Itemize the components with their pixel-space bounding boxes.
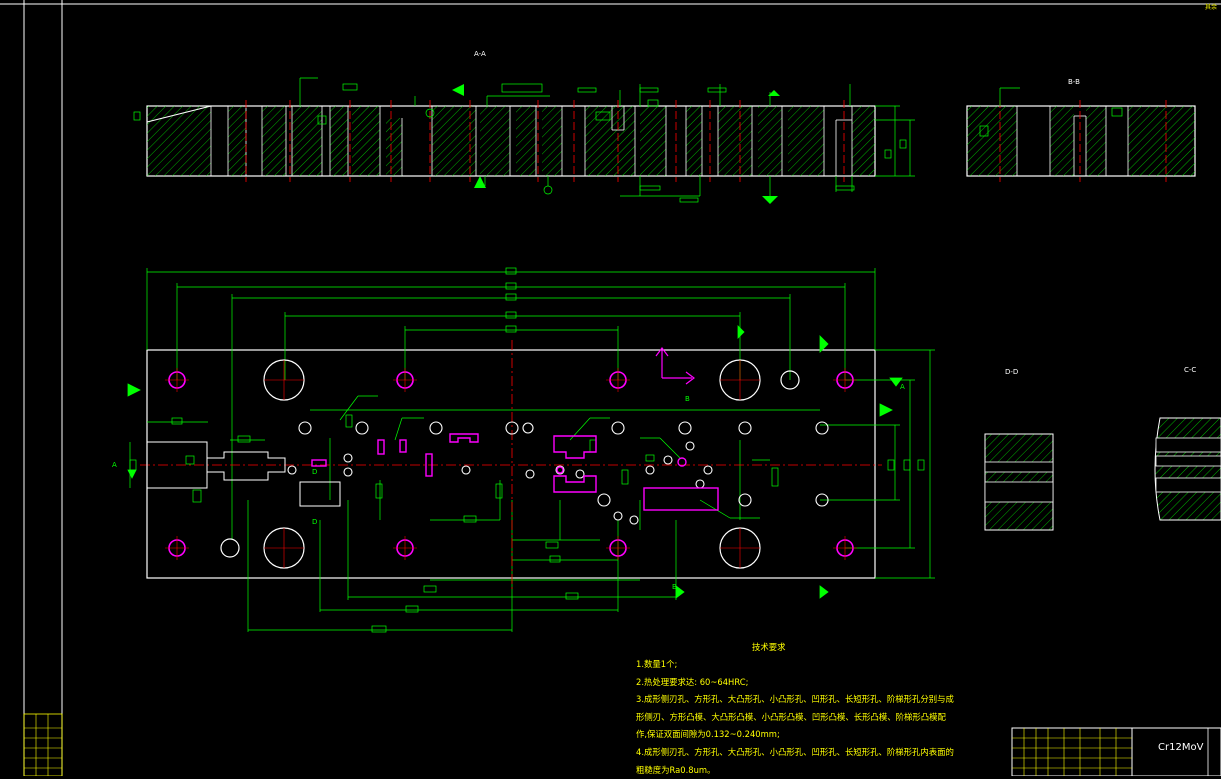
technical-requirements: 1.数量1个; 2.热处理要求达: 60~64HRC; 3.成形侧刃孔、方形孔、… [636, 656, 954, 779]
requirement-line: 2.热处理要求达: 60~64HRC; [636, 676, 749, 687]
cut-mark-b-top: B [685, 395, 690, 403]
technical-requirements-title: 技术要求 [752, 642, 786, 652]
material-label: Cr12MoV [1158, 742, 1204, 753]
section-label-dd: D-D [1005, 368, 1019, 376]
requirement-line: 粗糙度为Ra0.8um。 [636, 764, 716, 775]
requirement-line: 形侧刃、方形凸模、大凸形凸模、小凸形凸模、凹形凸模、长形凸模、阶梯形凸模配 [636, 711, 946, 722]
title-block[interactable] [1011, 727, 1221, 776]
cut-mark-d-mid: D [312, 468, 318, 476]
requirement-line: 4.成形侧刃孔、方形孔、大凸形孔、小凸形孔、凹形孔、长短形孔、阶梯形孔内表面的 [636, 746, 954, 757]
requirement-line: 3.成形侧刃孔、方形孔、大凸形孔、小凸形孔、凹形孔、长短形孔、阶梯形孔分别与成 [636, 694, 954, 705]
section-view-cc[interactable] [1154, 417, 1221, 521]
section-label-aa: A-A [474, 50, 486, 58]
plan-view[interactable] [127, 267, 935, 633]
cut-mark-a-left: A [112, 461, 117, 469]
cut-mark-b-bottom: B [672, 583, 677, 591]
section-label-cc: C-C [1184, 366, 1197, 374]
requirement-line: 作,保证双面间隙为0.132~0.240mm; [636, 729, 780, 740]
cut-mark-d-low: D [312, 518, 318, 526]
requirement-line: 1.数量1个; [636, 659, 678, 669]
section-label-bb: B-B [1068, 78, 1080, 86]
cut-mark-a-right: A [900, 383, 905, 391]
section-view-aa[interactable] [133, 77, 915, 204]
surface-roughness-note: 其余 [1205, 4, 1218, 11]
section-view-dd[interactable] [984, 433, 1054, 531]
section-view-bb[interactable] [966, 87, 1196, 182]
